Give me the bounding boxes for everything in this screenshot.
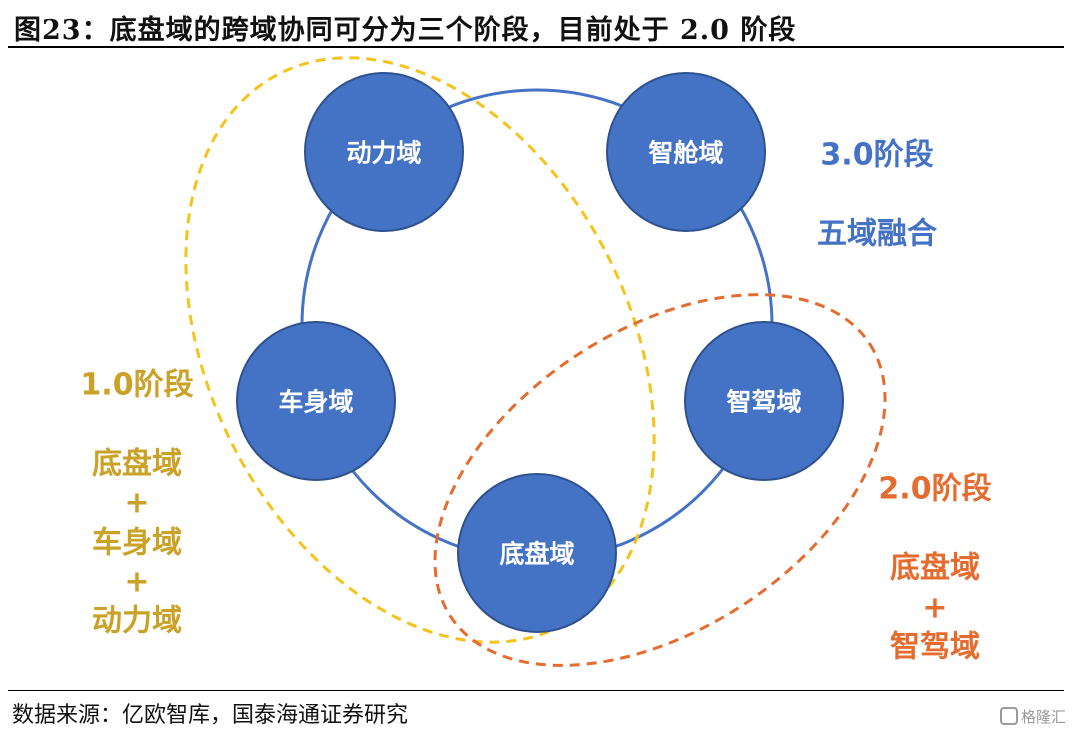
stage1-item: 动力域 [92, 604, 182, 639]
node-body-label: 车身域 [278, 388, 353, 417]
stage2-item: 智驾域 [890, 630, 980, 665]
stage3-label: 3.0阶段 [820, 138, 933, 173]
stage2-plus: + [922, 591, 947, 626]
stage1-plus: + [124, 565, 149, 600]
node-cockpit: 智舱域 [606, 72, 766, 232]
source-rule [8, 690, 1064, 691]
stage2-outline [433, 293, 887, 667]
stage3-desc: 五域融合 [817, 217, 937, 252]
stage1-item: 底盘域 [92, 447, 182, 482]
node-chassis-label: 底盘域 [499, 540, 574, 569]
figure-title: 图23：底盘域的跨域协同可分为三个阶段，目前处于 2.0 阶段 [14, 15, 797, 46]
stage1-plus: + [124, 486, 149, 521]
stage1-item: 车身域 [92, 526, 182, 561]
title-rule [8, 46, 1064, 48]
source-note: 数据来源：亿欧智库，国泰海通证券研究 [12, 703, 409, 728]
node-adas: 智驾域 [684, 321, 844, 481]
watermark-text: 格隆汇 [1020, 708, 1066, 726]
node-body: 车身域 [236, 321, 396, 481]
node-cockpit-label: 智舱域 [648, 139, 723, 168]
node-power-label: 动力域 [346, 139, 421, 168]
node-power: 动力域 [304, 72, 464, 232]
node-adas-label: 智驾域 [726, 388, 801, 417]
stage1-label: 1.0阶段 [80, 368, 193, 403]
watermark-logo-icon [999, 707, 1018, 725]
stage2-item: 底盘域 [890, 551, 980, 586]
node-chassis: 底盘域 [457, 473, 617, 633]
stage2-label: 2.0阶段 [878, 472, 991, 507]
watermark: 格隆汇 [999, 706, 1066, 727]
